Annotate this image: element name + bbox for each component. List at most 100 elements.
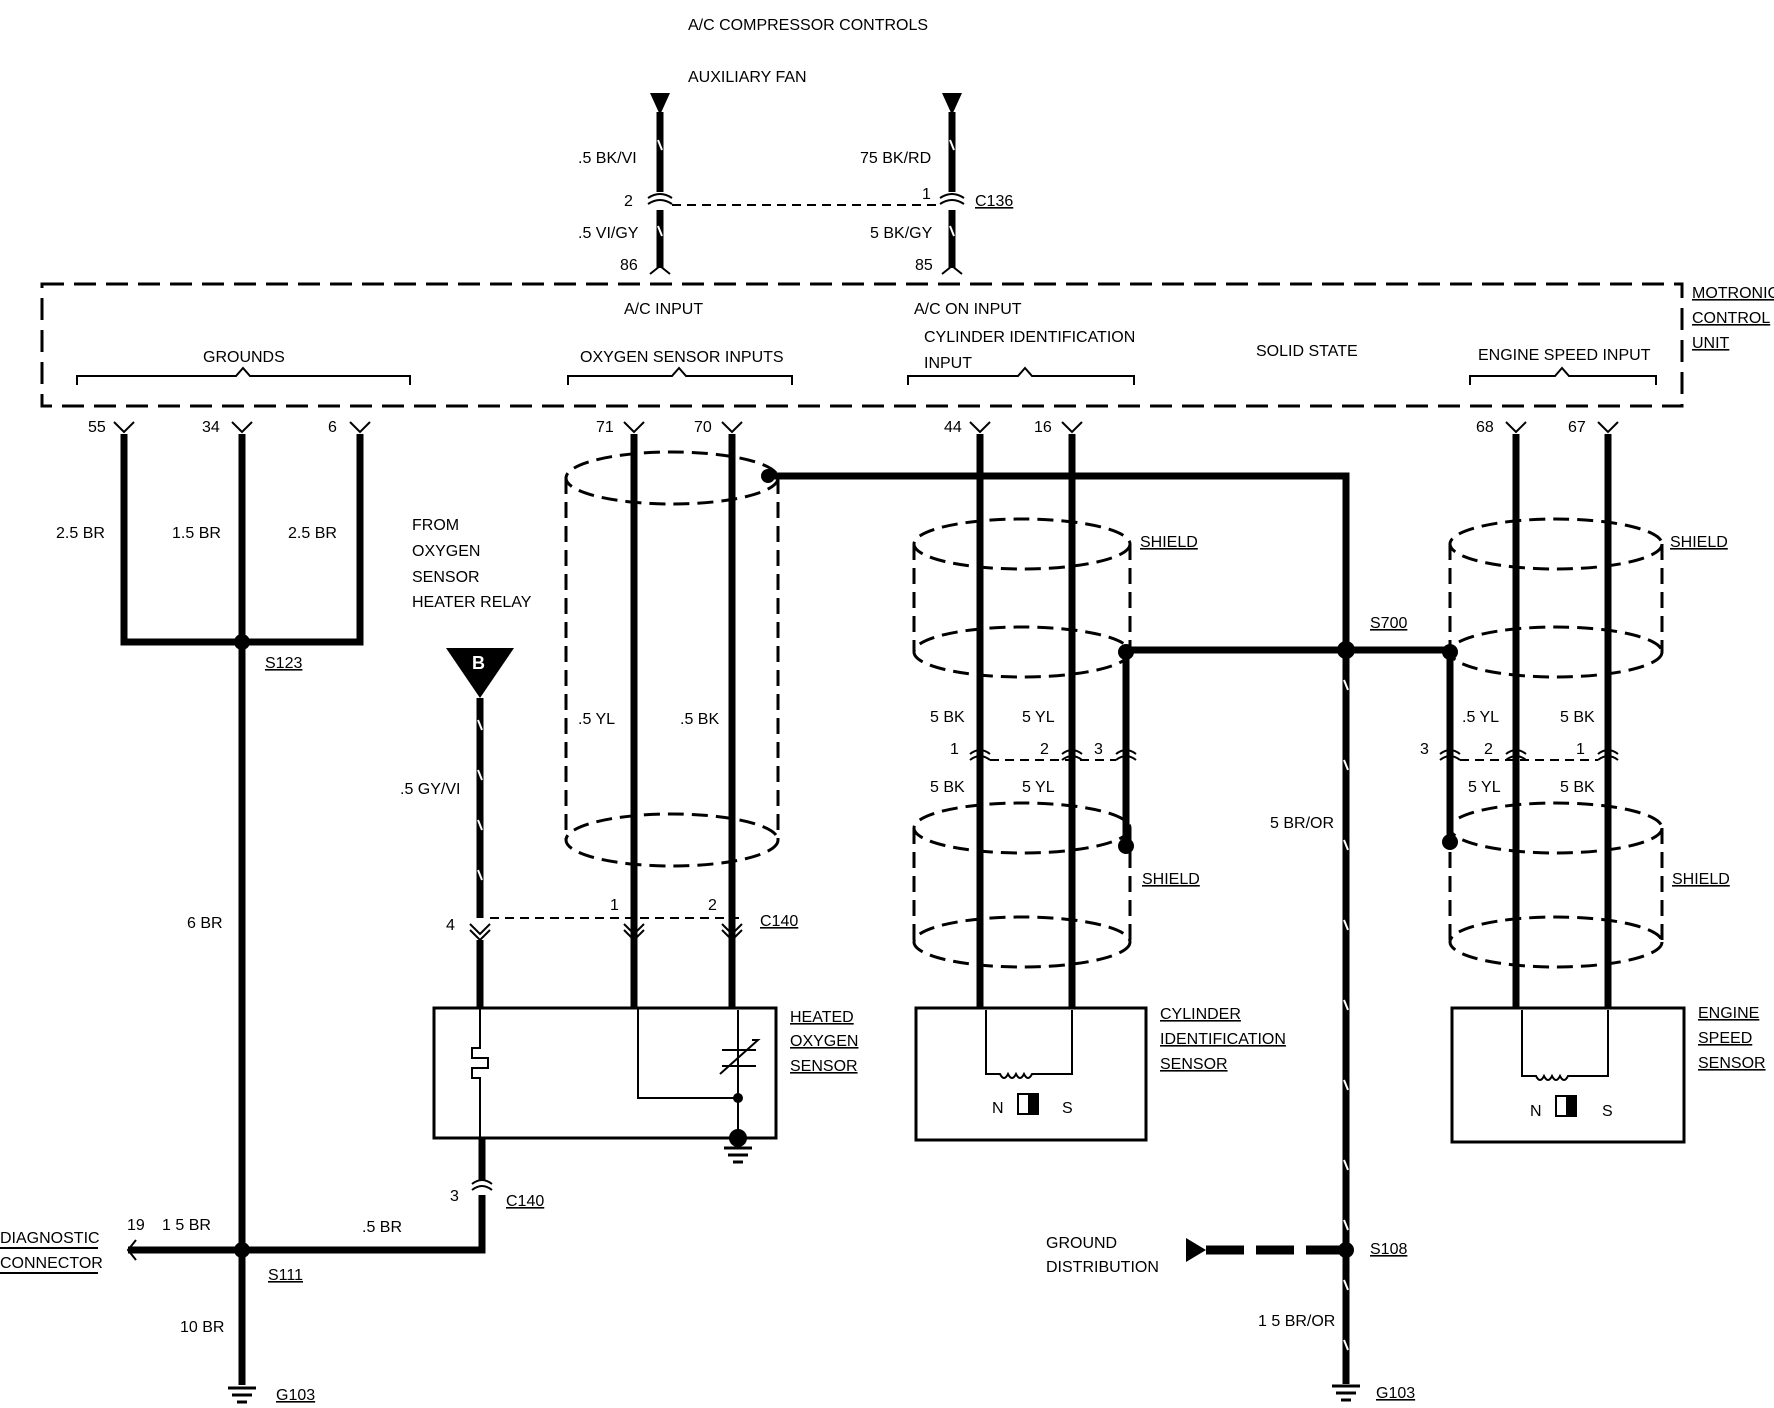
wire-grounds-6: [242, 434, 364, 646]
wire-label: 5 BK: [1560, 779, 1595, 796]
wire-label: 5 BK: [930, 779, 965, 796]
pin-label: 2: [1040, 741, 1049, 758]
arrow-left-icon: [650, 93, 670, 115]
cyl-shield-top: [912, 517, 1132, 679]
sensor-name: SENSOR: [1160, 1056, 1228, 1073]
sensor-name: HEATED: [790, 1009, 854, 1026]
wire-label: .5 BK: [680, 711, 719, 728]
pin-label: 1: [1576, 741, 1585, 758]
shield-drain-dot: [1118, 838, 1134, 854]
ground-icon: [228, 1386, 256, 1404]
ecu-pin: 6: [328, 419, 337, 436]
coil-icon: [1521, 1010, 1609, 1081]
wire-label: 1 5 BR: [162, 1217, 211, 1234]
wire-label: .5 BR: [362, 1219, 402, 1236]
diagnostic-connector-label: DIAGNOSTIC: [0, 1230, 100, 1247]
from-relay-label: OXYGEN: [412, 543, 480, 560]
pin-label: 4: [446, 917, 455, 934]
pin-label: 19: [127, 1217, 145, 1234]
solid-state-label: SOLID STATE: [1256, 343, 1358, 360]
ac-input-label: A/C INPUT: [624, 301, 703, 318]
auxiliary-fan-label: AUXILIARY FAN: [688, 69, 807, 86]
sensor-name: SENSOR: [790, 1058, 858, 1075]
ground-label: G103: [276, 1387, 315, 1404]
bracket: [567, 366, 793, 385]
pin-label: 3: [1420, 741, 1429, 758]
sensor-name: SENSOR: [1698, 1055, 1766, 1072]
wire-label: 5 YL: [1468, 779, 1501, 796]
ac-on-input-label: A/C ON INPUT: [914, 301, 1022, 318]
coil-icon: [985, 1010, 1073, 1079]
wire-label: .5 VI/GY: [578, 225, 639, 242]
sensor-element-icon: [719, 1039, 761, 1075]
wire-label: .5 BK/VI: [578, 150, 637, 167]
ecu-pin: 34: [202, 419, 220, 436]
arrow-right-icon: [942, 93, 962, 115]
pole-label: S: [1602, 1103, 1613, 1120]
speed-shield-top: [1448, 517, 1664, 679]
heater-element-icon: [471, 1008, 489, 1138]
ground-distribution-label: GROUND: [1046, 1235, 1117, 1252]
ecu-pin: 68: [1476, 419, 1494, 436]
ecu-pin: 70: [694, 419, 712, 436]
oxygen-inputs-label: OXYGEN SENSOR INPUTS: [580, 349, 784, 366]
ecu-name: UNIT: [1692, 335, 1730, 352]
pin-label: 2: [624, 193, 633, 210]
ground-icon: [724, 1146, 752, 1164]
wire-label: 5 YL: [1022, 779, 1055, 796]
from-relay-label: SENSOR: [412, 569, 480, 586]
wire-shield-drain: [768, 472, 1350, 1245]
cyl-id-label: INPUT: [924, 355, 972, 372]
ecu-name: MOTRONIC: [1692, 285, 1774, 302]
sensor-name: CYLINDER: [1160, 1006, 1241, 1023]
pin-label: 1: [610, 897, 619, 914]
ecu-pin: 71: [596, 419, 614, 436]
wire-label: 2.5 BR: [56, 525, 105, 542]
shield-drain-dot: [1442, 834, 1458, 850]
sensor-name: ENGINE: [1698, 1005, 1759, 1022]
splice-label: S123: [265, 655, 302, 672]
wire-label: 5 YL: [1022, 709, 1055, 726]
shield-label: SHIELD: [1672, 871, 1730, 888]
sensor-name: SPEED: [1698, 1030, 1752, 1047]
cyl-id-label: CYLINDER IDENTIFICATION: [924, 329, 1135, 346]
wire-label: 5 BR/OR: [1270, 815, 1334, 832]
wire-label: 75 BK/RD: [860, 150, 931, 167]
connector-c136-label: C136: [975, 193, 1013, 210]
connector-c140: [469, 923, 743, 942]
heated-oxygen-sensor: [432, 1006, 778, 1140]
ecu-pin-terminals: [113, 421, 1619, 434]
connector-label: C140: [506, 1193, 544, 1210]
wire-label: 6 BR: [187, 915, 223, 932]
pin-label: 3: [450, 1188, 459, 1205]
wire-label: 5 BK/GY: [870, 225, 933, 242]
wire-label: 1 5 BR/OR: [1258, 1313, 1335, 1330]
bracket: [76, 366, 411, 385]
bracket: [1469, 366, 1657, 385]
shield-label: SHIELD: [1140, 534, 1198, 551]
connector-label: C140: [760, 913, 798, 930]
wire-label: 5 BK: [930, 709, 965, 726]
wire-label: 1.5 BR: [172, 525, 221, 542]
pole-label: N: [992, 1100, 1004, 1117]
shield-label: SHIELD: [1142, 871, 1200, 888]
wire-label: .5 GY/VI: [400, 781, 460, 798]
wire-label: .5 YL: [578, 711, 615, 728]
pole-label: S: [1062, 1100, 1073, 1117]
pole-label: N: [1530, 1103, 1542, 1120]
connector-c136-left: [647, 193, 673, 199]
grounds-label: GROUNDS: [203, 349, 285, 366]
wire-label: 2.5 BR: [288, 525, 337, 542]
connector-speed: [1439, 749, 1619, 761]
wire-s111-to-c140: [242, 1195, 486, 1254]
ecu-name: CONTROL: [1692, 310, 1770, 327]
engine-speed-input-label: ENGINE SPEED INPUT: [1478, 347, 1651, 364]
splice-label: S700: [1370, 615, 1407, 632]
connector-b-label: B: [472, 653, 485, 673]
connector-c136-right: [939, 193, 965, 199]
ground-label: G103: [1376, 1385, 1415, 1402]
ecu-pin: 67: [1568, 419, 1586, 436]
ground-distribution-arrow-icon: [1186, 1238, 1206, 1262]
ecu-pin: 16: [1034, 419, 1052, 436]
wire-grounds-55: [120, 434, 242, 646]
